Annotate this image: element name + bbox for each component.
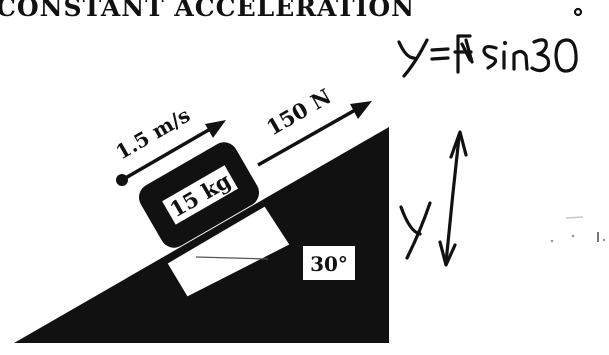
force-arrow <box>257 101 372 167</box>
velocity-label: 1.5 m/s <box>112 103 195 165</box>
velocity-arrow <box>116 120 226 186</box>
support-block-scribble <box>195 256 269 260</box>
heading: CONSTANT ACCELERATION <box>0 0 415 22</box>
mass-block: 15 kg <box>138 142 260 248</box>
force-arrowhead <box>350 101 372 119</box>
angle-label: 30° <box>310 252 348 276</box>
angle-label-box <box>303 246 355 280</box>
scan-artifacts <box>550 216 606 243</box>
handwritten-equation <box>397 7 583 78</box>
vertical-double-arrow <box>438 130 468 267</box>
force-label: 150 N <box>262 84 335 141</box>
incline-wedge <box>14 127 389 343</box>
velocity-arrowhead <box>205 120 226 138</box>
support-block <box>164 203 293 300</box>
handwritten-y-label <box>399 201 432 260</box>
mass-label-box <box>162 165 239 225</box>
